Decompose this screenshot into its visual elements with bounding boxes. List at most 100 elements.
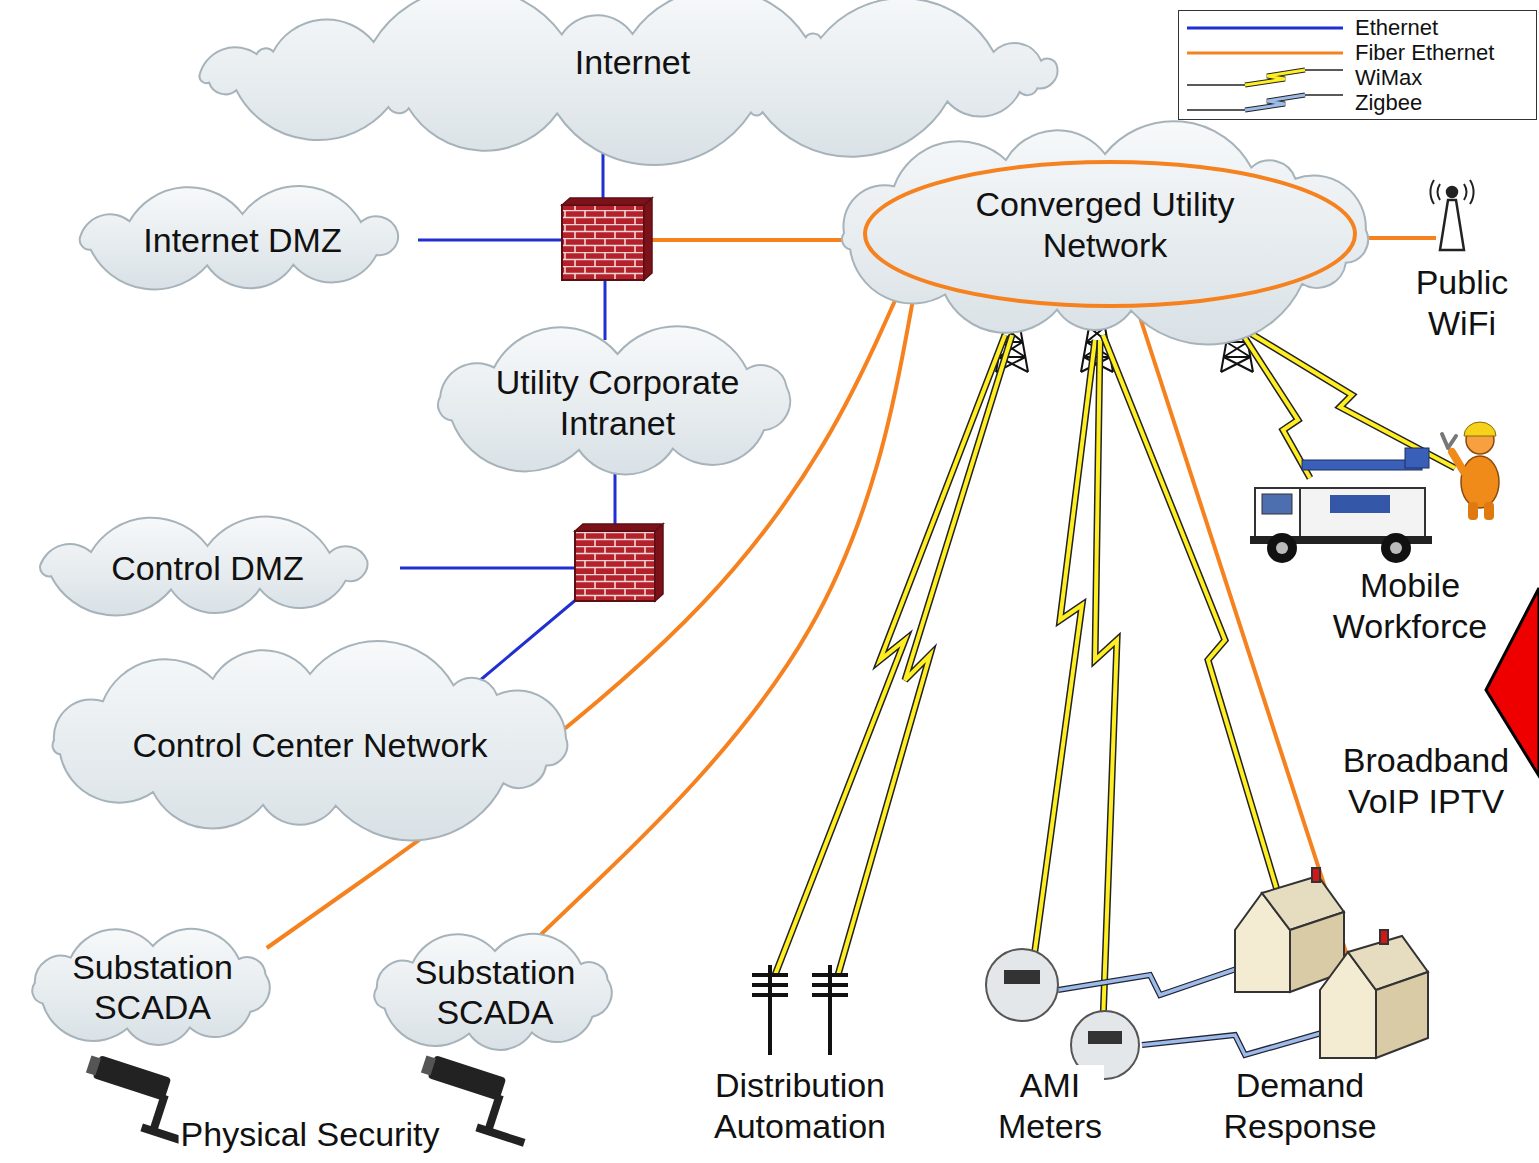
utility-truck	[1250, 448, 1432, 563]
wimax-link	[1245, 330, 1455, 468]
network-oval	[865, 162, 1355, 306]
text-area: Substation SCADA	[352, 927, 638, 1059]
utility-truck	[1262, 494, 1292, 514]
text-stack: Converged Utility Network	[960, 184, 1250, 266]
zigbee-link	[1058, 965, 1248, 995]
text-area: Utility Corporate Intranet	[415, 330, 820, 475]
utility-pole	[752, 965, 788, 1055]
wimax-link	[1245, 330, 1455, 468]
cloud-outline	[53, 641, 568, 840]
text-area: Substation SCADA	[10, 922, 296, 1054]
wifi-antenna	[1447, 187, 1457, 197]
utility-pole	[752, 965, 848, 1055]
fiber-link	[643, 238, 842, 242]
wifi-antenna	[1430, 180, 1473, 250]
text-stack: Control DMZ	[111, 548, 304, 589]
wifi-antenna	[1440, 200, 1464, 250]
security-camera	[485, 1094, 504, 1131]
legend-text: Fiber Ethernet	[1355, 40, 1494, 66]
cloud-outline	[32, 929, 269, 1045]
cloud-label: Substation SCADA	[395, 952, 595, 1034]
network-cloud: Control DMZ	[15, 522, 400, 614]
text-area: Control DMZ	[15, 522, 400, 614]
firewall	[562, 198, 652, 280]
item-label: Demand Response	[1221, 1065, 1378, 1147]
legend-sample	[1245, 95, 1305, 110]
wimax-link	[1103, 335, 1292, 940]
legend-sample	[1187, 84, 1245, 86]
cloud-label: Utility Corporate Intranet	[478, 362, 758, 444]
text-area: Internet	[175, 10, 1090, 138]
firewall	[562, 198, 652, 280]
legend-sample	[1185, 42, 1345, 64]
zigbee-link	[1142, 1030, 1332, 1055]
fiber-link	[1136, 305, 1357, 986]
text-stack: Substation SCADA	[52, 947, 252, 1029]
wimax-link	[1095, 340, 1117, 1022]
legend-text: WiMax	[1355, 65, 1422, 91]
wimax-link	[1243, 335, 1310, 478]
wimax-link	[1032, 340, 1095, 972]
item-label: Mobile Workforce	[1331, 565, 1489, 647]
item-label: Physical Security	[179, 1114, 442, 1155]
wimax-link	[838, 335, 1012, 975]
ethernet-link	[400, 567, 576, 570]
ethernet-link	[604, 279, 607, 340]
cloud-outline	[374, 934, 611, 1050]
text-area: Internet DMZ	[55, 190, 430, 290]
legend-sample	[1305, 94, 1343, 96]
field-worker	[1468, 502, 1478, 520]
text-stack: Internet DMZ	[143, 220, 341, 261]
text-area: Converged Utility Network	[820, 130, 1390, 335]
network-cloud: Control Center Network	[30, 650, 590, 830]
firewall	[562, 205, 644, 280]
cloud-outline	[199, 0, 1057, 165]
wimax-link	[775, 335, 1005, 975]
wimax-link	[1032, 340, 1095, 972]
legend-text: Zigbee	[1355, 90, 1422, 116]
smart-meter	[986, 949, 1058, 1021]
legend-sample	[1185, 67, 1345, 89]
text-stack: Internet	[575, 42, 690, 83]
zigbee-link	[1142, 1030, 1332, 1055]
cloud-label: Substation SCADA	[52, 947, 252, 1029]
network-cloud: Internet DMZ	[55, 190, 430, 290]
cloud-label: Internet DMZ	[143, 220, 341, 261]
cloud-label: Internet	[575, 42, 690, 83]
field-worker	[1442, 422, 1499, 520]
cloud-outline	[438, 326, 790, 474]
utility-truck	[1255, 488, 1300, 540]
security-camera	[421, 1055, 436, 1075]
field-worker	[1464, 422, 1496, 436]
utility-truck	[1300, 488, 1425, 538]
legend-box: EthernetFiber EthernetWiMaxZigbee	[1178, 10, 1537, 120]
utility-pole	[812, 965, 848, 1055]
field-worker	[1484, 502, 1494, 520]
field-worker	[1442, 434, 1456, 448]
network-cloud: Internet	[175, 10, 1090, 138]
utility-truck	[1330, 495, 1390, 513]
smart-meter	[1004, 970, 1040, 984]
house	[1380, 930, 1388, 944]
fiber-connector	[267, 274, 907, 948]
legend-sample	[1245, 70, 1305, 85]
cloud-outline	[80, 186, 398, 289]
item-label: Public WiFi	[1414, 262, 1511, 344]
legend-sample	[1187, 109, 1245, 111]
legend-row: Zigbee	[1185, 90, 1530, 115]
utility-truck	[1276, 542, 1288, 554]
ethernet-link	[478, 598, 578, 682]
ethernet-link	[418, 239, 563, 242]
text-stack: Control Center Network	[132, 725, 487, 766]
wimax-link	[1103, 335, 1292, 940]
utility-truck	[1267, 533, 1297, 563]
text-area: Control Center Network	[30, 650, 590, 830]
cloud-outline	[40, 517, 367, 616]
text-stack: Utility Corporate Intranet	[478, 362, 758, 444]
legend-sample	[1187, 51, 1343, 54]
firewall	[575, 531, 655, 601]
cloud-outline	[842, 121, 1368, 344]
text-stack: Substation SCADA	[395, 952, 595, 1034]
wifi-antenna	[1430, 180, 1473, 204]
security-camera	[150, 1094, 169, 1131]
